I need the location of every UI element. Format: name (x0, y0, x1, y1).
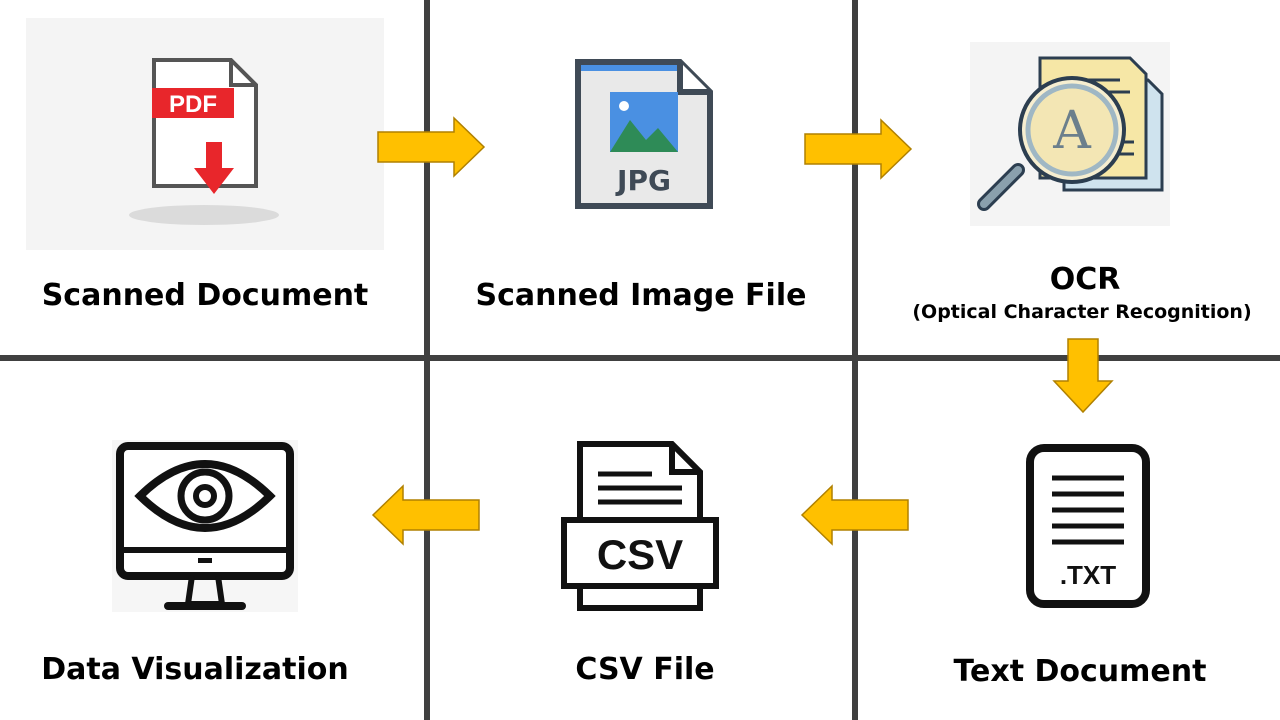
step-sublabel-ocr: (Optical Character Recognition) (912, 301, 1252, 323)
csv-badge-text: CSV (597, 531, 683, 578)
ocr-magnifier-icon: A (970, 42, 1170, 226)
txt-file-icon: .TXT (1024, 442, 1152, 610)
pdf-badge-text: PDF (169, 91, 217, 118)
step-label-text-document: Text Document (953, 654, 1207, 689)
step-label-data-visualization: Data Visualization (41, 652, 349, 687)
jpg-file-icon: JPG (572, 58, 716, 212)
step-label-scanned-image: Scanned Image File (475, 278, 807, 313)
arrow-left-2 (371, 484, 480, 546)
step-label-scanned-document: Scanned Document (41, 278, 369, 313)
pdf-download-icon: PDF (26, 18, 384, 250)
csv-file-icon: CSV (560, 440, 720, 612)
step-label-ocr: OCR (1049, 262, 1121, 297)
arrow-right-2 (804, 118, 913, 180)
step-label-csv-file: CSV File (575, 652, 715, 687)
monitor-eye-icon (112, 440, 298, 612)
arrow-right-1 (377, 116, 486, 178)
txt-badge-text: .TXT (1060, 560, 1116, 590)
grid-horizontal (0, 355, 1280, 361)
ocr-glyph: A (1052, 101, 1092, 161)
jpg-badge-text: JPG (615, 164, 671, 197)
arrow-down (1052, 338, 1114, 414)
arrow-left-1 (800, 484, 909, 546)
